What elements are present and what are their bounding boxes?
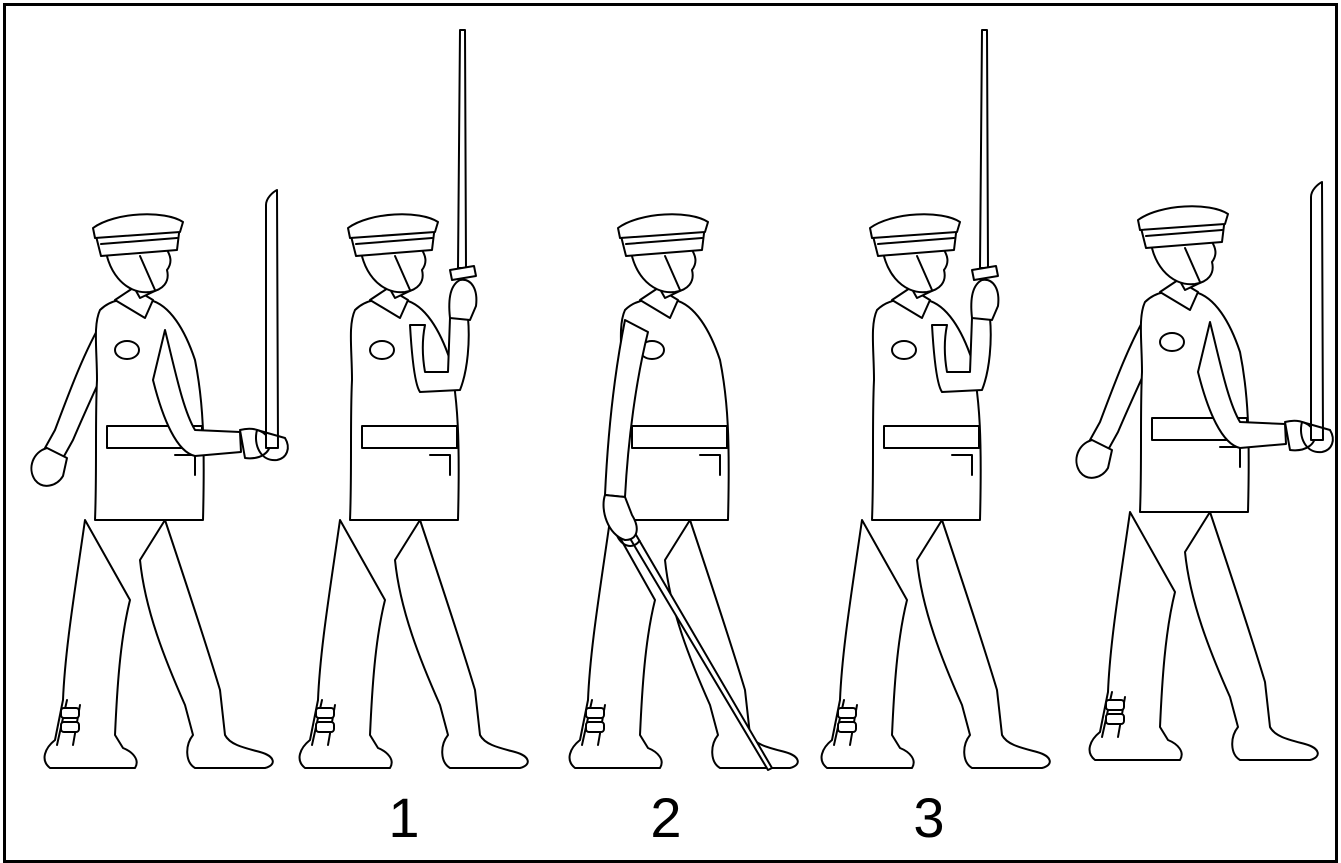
soldier-step-3-raise-sword (822, 30, 1050, 768)
soldier-carry-sword-end (1076, 182, 1332, 760)
soldier-body (1090, 206, 1318, 760)
soldier-carry-sword-start (31, 190, 287, 768)
sword (450, 30, 476, 280)
soldier-body (300, 214, 528, 768)
step-label-1: 1 (374, 786, 434, 850)
soldier-step-1-raise-sword (300, 30, 528, 768)
soldier-step-2-lower-sword (570, 214, 798, 770)
sword (1301, 182, 1333, 452)
sword-arm (410, 280, 476, 392)
sword (256, 190, 288, 460)
soldier-body (45, 214, 273, 768)
soldier-body (822, 214, 1050, 768)
step-label-3: 3 (899, 786, 959, 850)
sword (972, 30, 998, 280)
soldier-body (570, 214, 798, 768)
step-label-2: 2 (636, 786, 696, 850)
sword-arm (932, 280, 998, 392)
